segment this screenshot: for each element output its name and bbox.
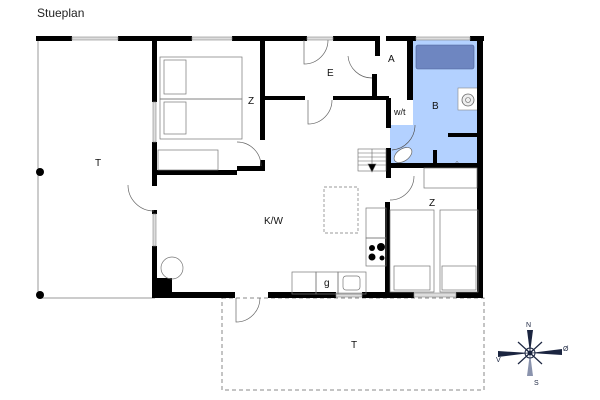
sink-icon <box>461 93 475 107</box>
walls <box>36 36 484 298</box>
doors <box>127 39 415 323</box>
beds-se <box>389 167 479 293</box>
beds-nw <box>157 56 243 171</box>
terrace-south <box>221 297 485 391</box>
terrace-west <box>36 40 155 299</box>
room-label-kitchen-living: K/W <box>264 216 283 227</box>
compass-east: Ø <box>563 346 569 353</box>
cooktop-icon <box>368 243 385 261</box>
windows <box>71 36 471 298</box>
kitchen <box>160 186 387 295</box>
compass-west: V <box>496 357 501 364</box>
room-label-bathroom: B <box>432 101 439 112</box>
room-label-entrance: E <box>327 68 334 79</box>
room-label-bedroom-nw: Z <box>248 96 254 107</box>
room-label-wc: w/t <box>393 107 406 117</box>
toilet-icon <box>393 147 413 163</box>
kitchen-fixture-label: g <box>324 278 330 289</box>
compass-icon: N S Ø V <box>496 322 569 387</box>
stove-round-icon <box>160 256 184 280</box>
dining-table <box>323 186 359 234</box>
room-label-terrace-south: T <box>351 340 357 351</box>
room-label-terrace-west: T <box>95 158 101 169</box>
post-icon <box>36 168 44 176</box>
kitchen-sink-icon <box>342 275 361 291</box>
bathtub-icon <box>415 44 475 70</box>
compass-south: S <box>534 380 539 387</box>
post-icon <box>36 291 44 299</box>
bathroom-area <box>390 40 479 165</box>
stairs-icon <box>357 148 387 173</box>
plan-title: Stueplan <box>37 6 85 20</box>
room-label-a: A <box>388 54 395 65</box>
compass-north: N <box>526 322 531 329</box>
room-label-bedroom-se: Z <box>429 198 435 209</box>
